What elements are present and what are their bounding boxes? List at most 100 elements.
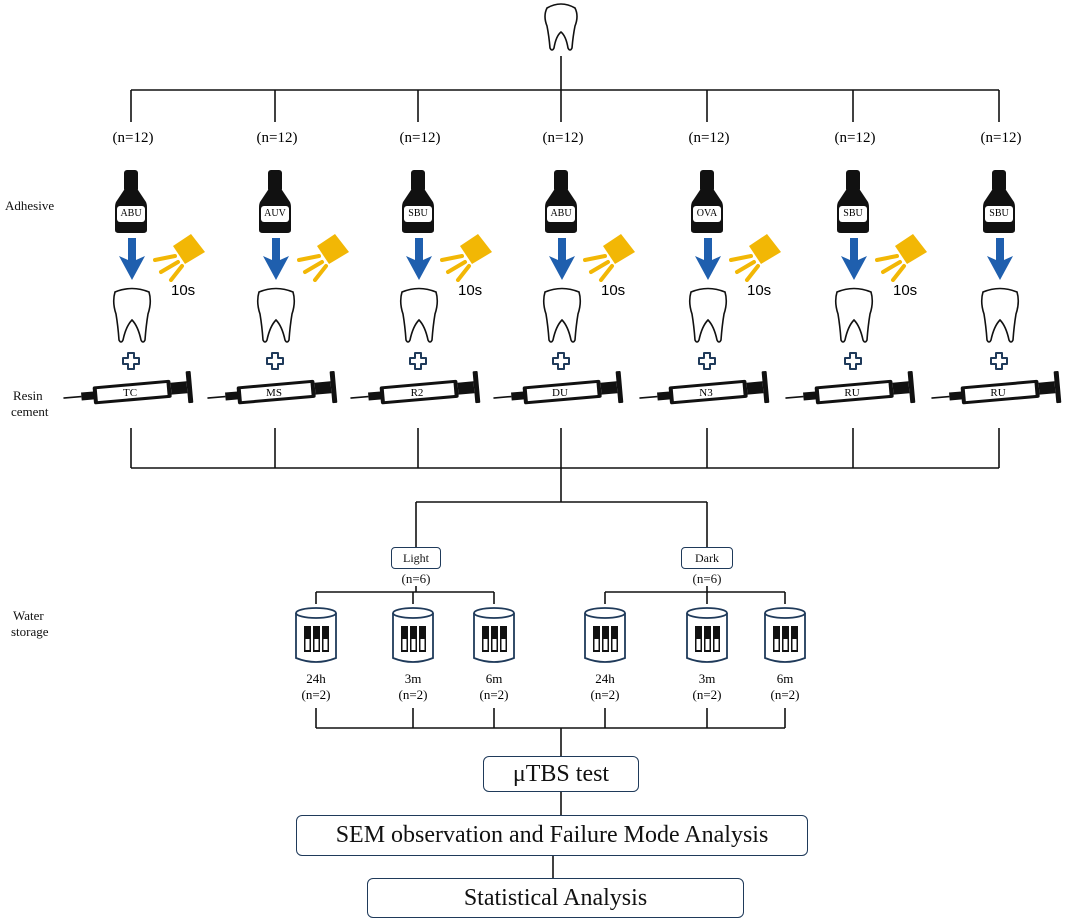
- down-arrow-icon: [841, 238, 867, 280]
- group-1: (n=12) ABU 10s TC: [63, 130, 205, 440]
- tooth-icon: [687, 286, 729, 346]
- row-label-resin: Resin: [13, 388, 43, 403]
- tooth-icon: [111, 286, 153, 346]
- tooth-icon: [541, 286, 583, 346]
- source-tooth-icon: [544, 3, 578, 51]
- storage-time-label: 6m: [485, 671, 503, 686]
- down-arrow-icon: [406, 238, 432, 280]
- row-label-water: Water: [13, 608, 44, 623]
- cure-time-label: 10s: [171, 282, 196, 299]
- group-5: (n=12) OVA 10s N3: [639, 130, 781, 440]
- storage-n-label: (n=2): [398, 687, 428, 702]
- cement-syringe-icon: [350, 368, 490, 412]
- adhesive-bottle-icon: ABU: [543, 168, 579, 234]
- condition-dark-n: (n=6): [692, 571, 722, 586]
- cement-label: TC: [122, 387, 138, 399]
- adhesive-label: ABU: [117, 206, 145, 222]
- storage-time-label: 6m: [776, 671, 794, 686]
- storage-time-label: 24h: [306, 671, 326, 686]
- down-arrow-icon: [263, 238, 289, 280]
- group-n-label: (n=12): [542, 130, 584, 146]
- water-storage-container-icon: [471, 606, 517, 666]
- cure-time-label: 10s: [747, 282, 772, 299]
- cure-time-label: 10s: [893, 282, 918, 299]
- plus-icon: [844, 352, 862, 370]
- plus-icon: [990, 352, 1008, 370]
- storage-time-label: 3m: [404, 671, 422, 686]
- row-label-storage: storage: [11, 624, 49, 639]
- group-2: (n=12) AUV MS: [207, 130, 349, 440]
- tooth-icon: [398, 286, 440, 346]
- cement-label: DU: [552, 387, 568, 399]
- cement-syringe-icon: [207, 368, 347, 412]
- water-storage-container-icon: [684, 606, 730, 666]
- adhesive-bottle-icon: SBU: [400, 168, 436, 234]
- tooth-icon: [255, 286, 297, 346]
- adhesive-label: OVA: [693, 206, 721, 222]
- group-3: (n=12) SBU 10s R2: [350, 130, 492, 440]
- condition-light-box: Light: [391, 547, 441, 569]
- adhesive-bottle-icon: AUV: [257, 168, 293, 234]
- light-curing-icon: [151, 230, 207, 282]
- group-4: (n=12) ABU 10s DU: [493, 130, 635, 440]
- adhesive-bottle-icon: SBU: [981, 168, 1017, 234]
- light-curing-icon: [438, 230, 494, 282]
- water-storage-container-icon: [293, 606, 339, 666]
- row-label-cement: cement: [11, 404, 49, 419]
- group-6: (n=12) SBU 10s RU: [785, 130, 927, 440]
- water-storage-container-icon: [762, 606, 808, 666]
- storage-n-label: (n=2): [301, 687, 331, 702]
- tooth-icon: [979, 286, 1021, 346]
- adhesive-label: ABU: [547, 206, 575, 222]
- light-curing-icon: [581, 230, 637, 282]
- down-arrow-icon: [695, 238, 721, 280]
- storage-n-label: (n=2): [692, 687, 722, 702]
- adhesive-label: AUV: [261, 206, 289, 222]
- cement-syringe-icon: [785, 368, 925, 412]
- group-n-label: (n=12): [688, 130, 730, 146]
- adhesive-bottle-icon: ABU: [113, 168, 149, 234]
- group-n-label: (n=12): [256, 130, 298, 146]
- tooth-icon: [833, 286, 875, 346]
- plus-icon: [266, 352, 284, 370]
- row-label-adhesive: Adhesive: [5, 198, 55, 213]
- adhesive-bottle-icon: OVA: [689, 168, 725, 234]
- down-arrow-icon: [987, 238, 1013, 280]
- down-arrow-icon: [119, 238, 145, 280]
- cement-label: RU: [990, 387, 1006, 399]
- group-n-label: (n=12): [112, 130, 154, 146]
- cement-syringe-icon: [493, 368, 633, 412]
- mtbs-test-box: μTBS test: [483, 756, 639, 792]
- cement-syringe-icon: [931, 368, 1065, 412]
- light-curing-icon: [295, 230, 351, 282]
- plus-icon: [122, 352, 140, 370]
- water-storage-container-icon: [582, 606, 628, 666]
- plus-icon: [552, 352, 570, 370]
- adhesive-label: SBU: [404, 206, 432, 222]
- storage-time-label: 24h: [595, 671, 615, 686]
- cure-time-label: 10s: [601, 282, 626, 299]
- group-n-label: (n=12): [834, 130, 876, 146]
- storage-n-label: (n=2): [770, 687, 800, 702]
- cement-label: MS: [266, 387, 282, 399]
- down-arrow-icon: [549, 238, 575, 280]
- light-curing-icon: [873, 230, 929, 282]
- group-n-label: (n=12): [399, 130, 441, 146]
- cement-syringe-icon: [639, 368, 779, 412]
- cement-label: R2: [410, 387, 424, 399]
- condition-light-n: (n=6): [401, 571, 431, 586]
- plus-icon: [409, 352, 427, 370]
- group-n-label: (n=12): [980, 130, 1022, 146]
- light-curing-icon: [727, 230, 783, 282]
- statistical-analysis-box: Statistical Analysis: [367, 878, 744, 918]
- adhesive-label: SBU: [985, 206, 1013, 222]
- storage-time-label: 3m: [698, 671, 716, 686]
- sem-analysis-box: SEM observation and Failure Mode Analysi…: [296, 815, 808, 856]
- storage-n-label: (n=2): [590, 687, 620, 702]
- condition-dark-box: Dark: [681, 547, 733, 569]
- adhesive-label: SBU: [839, 206, 867, 222]
- group-7: (n=12) SBU RU: [931, 130, 1065, 440]
- adhesive-bottle-icon: SBU: [835, 168, 871, 234]
